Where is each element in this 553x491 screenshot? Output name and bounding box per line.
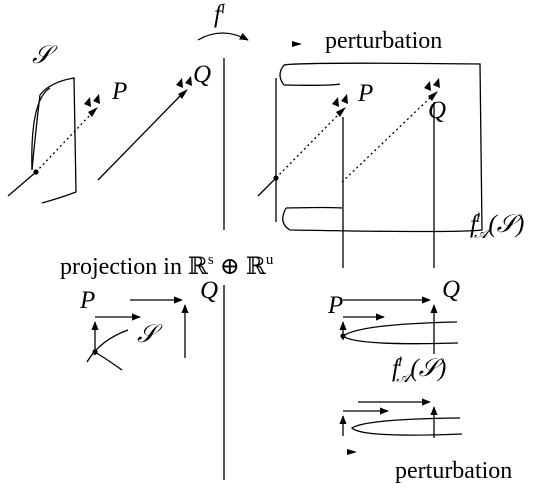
P-arrow-3 [93,94,100,104]
Q-line [97,93,183,181]
bl-curve-upper [86,329,129,363]
map-label: fi [214,1,225,28]
image-P-arrow-3 [341,94,348,104]
label-Q-bottom-left: Q [200,277,218,304]
image-P-arrow-2 [332,97,339,107]
image-Q-arrow-3 [433,78,440,88]
image-transverse-dotted [275,112,341,179]
P-arrow-1 [88,107,98,117]
perturbation-top-arrow [292,41,302,47]
projection-label: projection in ℝs ⊕ ℝu [60,252,274,280]
label-P-image: P [357,80,373,107]
label-P-bottom-left: P [79,287,95,314]
image-Q-dotted [341,95,433,183]
perturbation-bottom-arrow [347,449,357,455]
label-Q-image: Q [428,97,446,124]
perturbation-bottom-label: perturbation [395,458,512,484]
label-P-top-left: P [111,78,127,105]
P-arrow-2 [84,97,91,107]
label-P-bottom-right: P [327,292,343,319]
Q-arrow-1 [178,89,188,99]
perturbation-top-label: perturbation [325,28,442,54]
pert-curve [350,417,463,436]
image-surface [275,62,483,233]
Q-arrow-3 [185,76,192,86]
transverse-dotted [35,112,93,173]
label-S-top: 𝒮 [32,40,58,69]
label-Q-top-left: Q [193,61,211,88]
label-S-bottom: 𝒮 [137,319,163,348]
image-P-arrow-1 [336,107,346,117]
Q-arrow-2 [176,78,183,88]
transverse-solid [7,171,37,197]
image-Q-arrow-1 [428,91,438,101]
map-arrow [197,32,249,41]
bl-curve-lower [94,351,123,371]
surface-S [31,77,77,204]
br-curve [341,321,459,345]
label-Q-bottom-right: Q [442,276,460,303]
image-transverse-solid [257,177,277,197]
image-Q-arrow-2 [424,81,431,91]
